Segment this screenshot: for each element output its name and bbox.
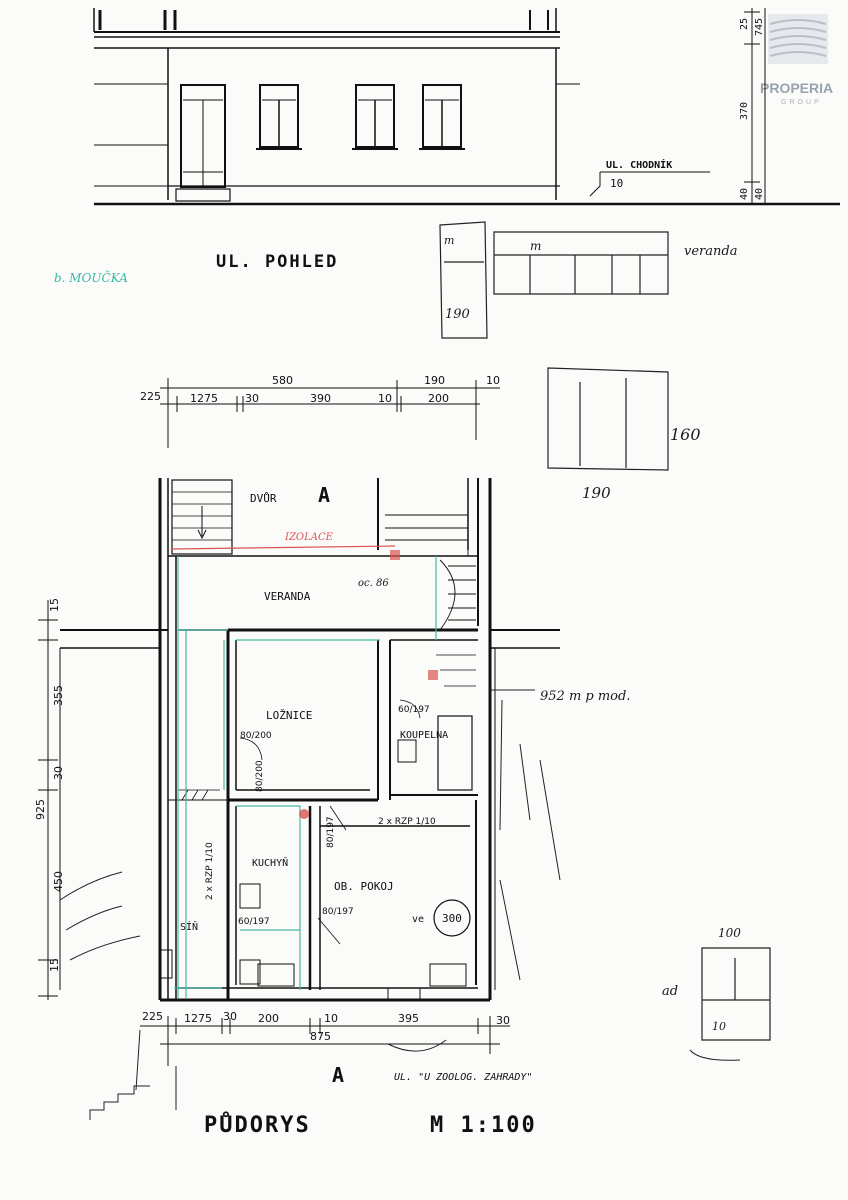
plan-walls: [59, 478, 560, 1002]
note-160: 160: [670, 425, 701, 444]
plan-title: PŮDORYS: [204, 1112, 311, 1138]
top-dim-1275: 1275: [190, 392, 218, 405]
top-dim-225: 225: [140, 390, 161, 403]
elev-dim-745: 745: [754, 18, 765, 36]
note-10: 10: [712, 1020, 726, 1033]
left-dim-450: 450: [52, 871, 65, 892]
opening-rzp-living: 2 x RZP 1/10: [378, 817, 436, 827]
top-dim-10b: 10: [378, 392, 392, 405]
room-hall: SÍŇ: [180, 920, 198, 933]
top-dim-10: 10: [486, 374, 500, 387]
logo-sub: GROUP: [781, 99, 822, 106]
room-bathroom: KOUPELNA: [400, 730, 448, 741]
bot-dim-1275: 1275: [184, 1012, 212, 1025]
bot-dim-395: 395: [398, 1012, 419, 1025]
cyan-markup: [174, 556, 437, 998]
top-dim-190: 190: [424, 374, 445, 387]
room-veranda: VERANDA: [264, 590, 311, 603]
opening-rzp-hall: 2 x RZP 1/10: [205, 842, 215, 900]
label-oc86: oc. 86: [358, 578, 389, 589]
bot-dim-875: 875: [310, 1030, 331, 1043]
room-living: OB. POKOJ: [334, 880, 394, 893]
label-300: 300: [442, 912, 462, 925]
room-yard: DVŮR: [250, 492, 277, 505]
note-952: 952 m p mod.: [540, 689, 630, 704]
bot-dim-200: 200: [258, 1012, 279, 1025]
note-190a: 190: [582, 484, 611, 502]
bot-dim-30a: 30: [223, 1010, 237, 1023]
elev-dim-40a: 40: [739, 188, 750, 200]
bot-dim-225: 225: [142, 1010, 163, 1023]
street-label: UL. CHODNÍK: [606, 158, 672, 171]
street-elevation: [93, 8, 840, 206]
note-100: 100: [718, 926, 741, 940]
room-kitchen: KUCHYŇ: [252, 856, 288, 869]
elevation-title: UL. POHLED: [216, 252, 338, 272]
opening-80-200a: 80/200: [240, 731, 272, 741]
left-dim-30: 30: [52, 766, 65, 780]
opening-80-197b: 80/197: [322, 907, 354, 917]
opening-80-197a: 80/197: [326, 816, 336, 848]
note-190b: 190: [445, 307, 470, 322]
plan-scale: M 1:100: [430, 1113, 537, 1138]
note-skeleton-2: m: [530, 239, 541, 253]
opening-60-197: 60/197: [398, 705, 430, 715]
room-bedroom: LOŽNICE: [266, 709, 312, 722]
bottom-dimensions: [140, 1016, 510, 1066]
top-dim-580: 580: [272, 374, 293, 387]
left-dim-925: 925: [34, 799, 47, 820]
bot-dim-10: 10: [324, 1012, 338, 1025]
top-dim-390: 390: [310, 392, 331, 405]
opening-60-197b: 60/197: [238, 917, 270, 927]
properia-logo: PROPERIA GROUP: [760, 14, 833, 106]
elev-dim-370: 370: [739, 102, 750, 120]
label-ve: ve: [412, 914, 424, 925]
left-dim-15b: 15: [48, 958, 61, 972]
note-skeleton-1: m: [444, 234, 454, 247]
note-veranda: veranda: [684, 244, 737, 259]
red-note: IZOLACE: [284, 532, 334, 543]
street-level: 10: [610, 177, 623, 190]
hand-scribbles: [59, 689, 741, 1120]
note-ad: ad: [662, 984, 678, 999]
cyan-note: b. MOUČKA: [54, 269, 128, 285]
left-dimensions: [38, 600, 58, 1000]
top-dim-30: 30: [245, 392, 259, 405]
top-dim-200: 200: [428, 392, 449, 405]
elev-dim-25: 25: [739, 18, 750, 30]
section-marker-bottom: A: [332, 1063, 344, 1087]
logo-word: PROPERIA: [760, 80, 833, 96]
street-name: UL. "U ZOOLOG. ZAHRADY": [394, 1072, 532, 1083]
hand-sketch-top: [439, 221, 771, 1041]
top-dimensions: [160, 378, 500, 448]
left-dim-15a: 15: [48, 598, 61, 612]
opening-80-200b: 80/200: [255, 760, 265, 792]
left-dim-355: 355: [52, 685, 65, 706]
elev-dim-40b: 40: [754, 188, 765, 200]
bot-dim-30b: 30: [496, 1014, 510, 1027]
section-marker-top: A: [318, 483, 330, 507]
red-markup: [171, 545, 438, 819]
